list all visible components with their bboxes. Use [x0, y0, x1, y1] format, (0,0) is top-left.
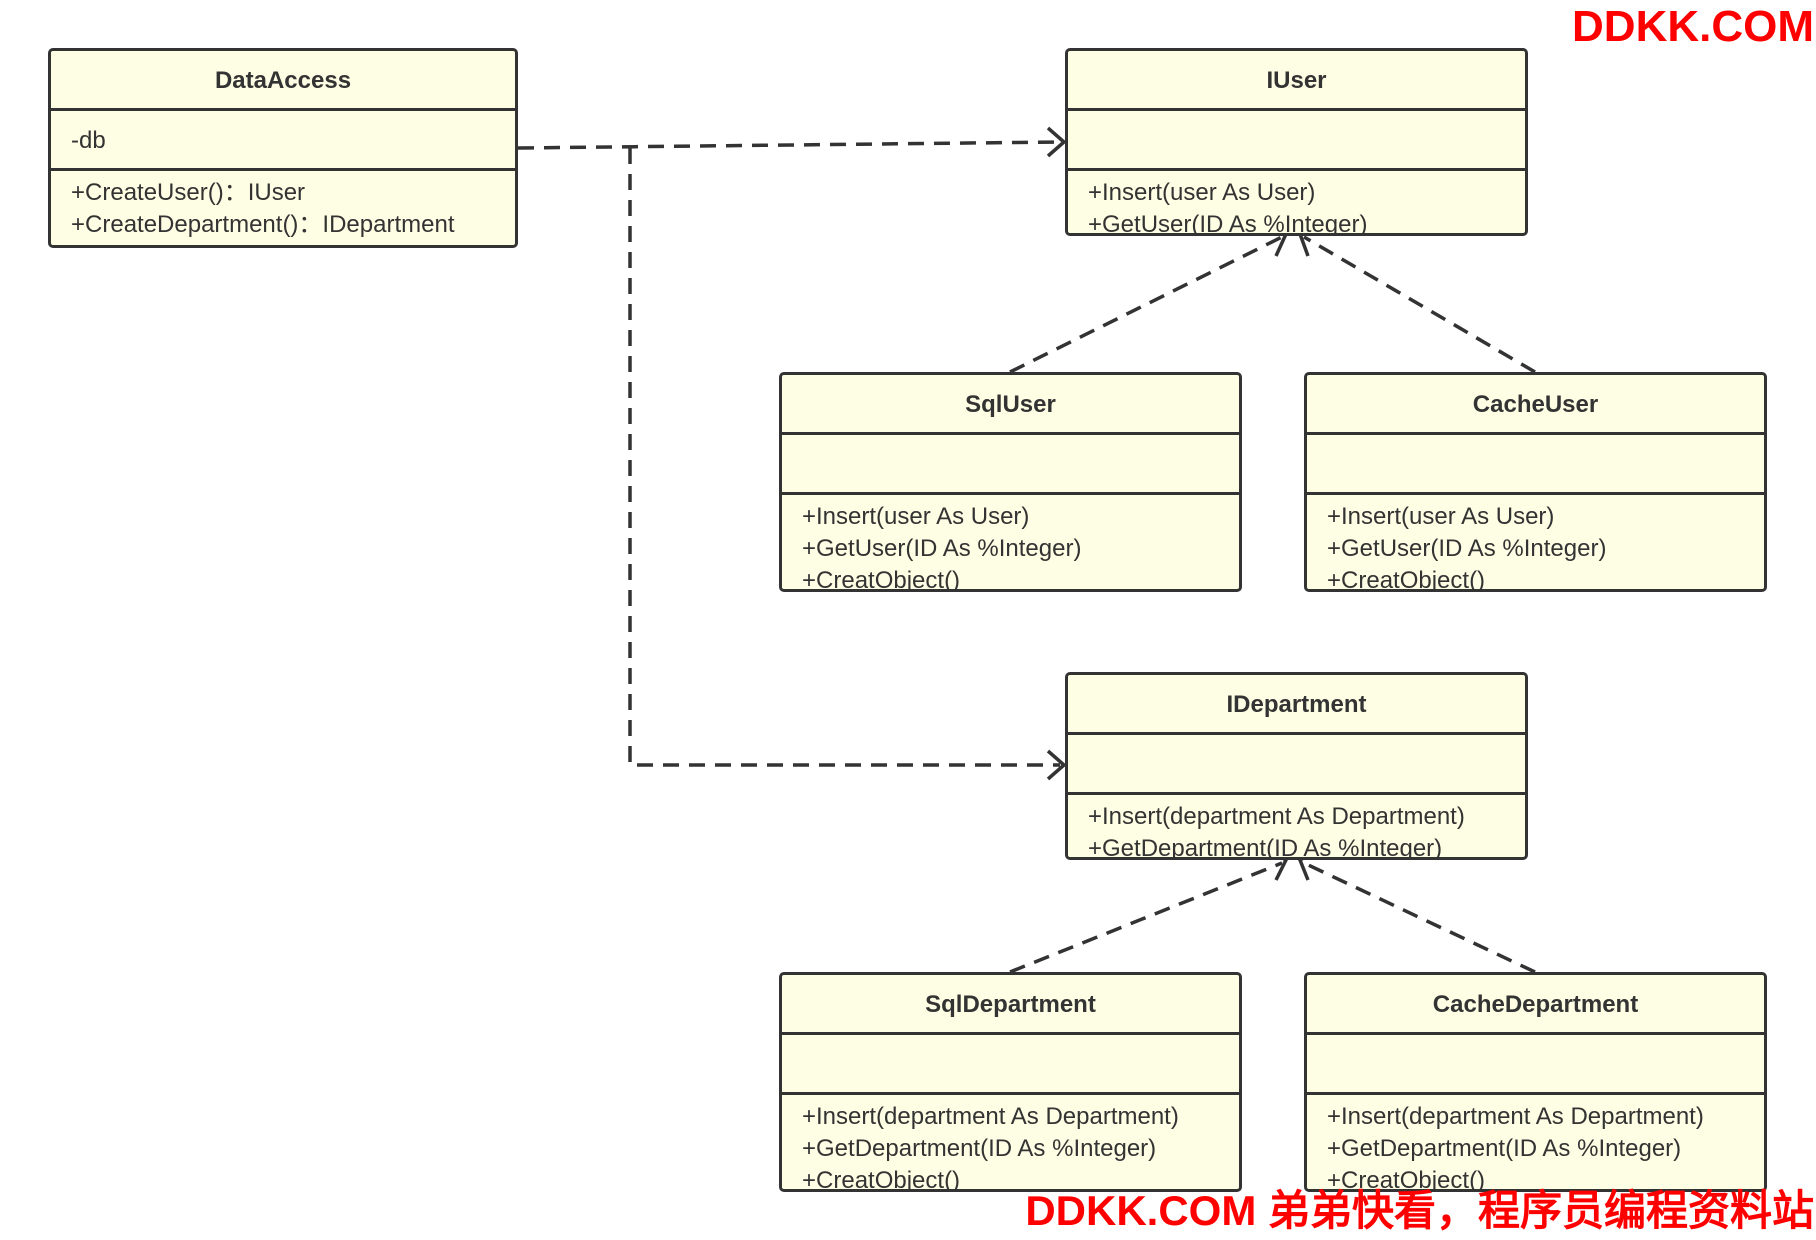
attributes-compartment: -db: [51, 111, 515, 171]
operation: +GetDepartment(ID As %Integer): [802, 1135, 1157, 1162]
operation: +CreateDepartment()：IDepartment: [71, 211, 455, 238]
operations-compartment: +Insert(user As User) +GetUser(ID As %In…: [782, 495, 1239, 592]
attributes-compartment: [782, 435, 1239, 495]
class-name: IDepartment: [1068, 675, 1525, 735]
operations-compartment: +Insert(user As User) +GetUser(ID As %In…: [1068, 171, 1525, 236]
class-name: CacheUser: [1307, 375, 1764, 435]
class-sqluser[interactable]: SqlUser +Insert(user As User) +GetUser(I…: [779, 372, 1242, 592]
operation: +Insert(user As User): [802, 503, 1030, 530]
operation: +CreatObject(): [802, 1167, 961, 1192]
operation: +Insert(department As Department): [802, 1103, 1179, 1130]
watermark-top: DDKK.COM: [1572, 2, 1814, 51]
realization-sqldepartment-idepartment: [1009, 861, 1283, 974]
operations-compartment: +Insert(department As Department) +GetDe…: [1307, 1095, 1764, 1192]
attributes-compartment: [1307, 435, 1764, 495]
class-name: CacheDepartment: [1307, 975, 1764, 1035]
realization-cacheuser-iuser: [1303, 235, 1536, 374]
operation: +CreatObject(): [802, 567, 961, 592]
operation: +GetDepartment(ID As %Integer): [1088, 835, 1443, 860]
class-sqldepartment[interactable]: SqlDepartment +Insert(department As Depa…: [779, 972, 1242, 1192]
operation: +GetUser(ID As %Integer): [1088, 211, 1368, 236]
attribute: -db: [71, 127, 106, 154]
operations-compartment: +CreateUser()：IUser +CreateDepartment()：…: [51, 171, 515, 241]
attributes-compartment: [1068, 735, 1525, 795]
arrowhead-idepartment: [1046, 749, 1067, 781]
attributes-compartment: [1068, 111, 1525, 171]
class-cachedepartment[interactable]: CacheDepartment +Insert(department As De…: [1304, 972, 1767, 1192]
class-name: IUser: [1068, 51, 1525, 111]
realization-sqluser-iuser: [1009, 235, 1283, 374]
class-idepartment[interactable]: IDepartment +Insert(department As Depart…: [1065, 672, 1528, 860]
class-iuser[interactable]: IUser +Insert(user As User) +GetUser(ID …: [1065, 48, 1528, 236]
operation: +GetDepartment(ID As %Integer): [1327, 1135, 1682, 1162]
class-dataaccess[interactable]: DataAccess -db +CreateUser()：IUser +Crea…: [48, 48, 518, 248]
dependency-dataaccess-iuser: [517, 140, 1061, 150]
operations-compartment: +Insert(department As Department) +GetDe…: [1068, 795, 1525, 860]
operation: +CreatObject(): [1327, 1167, 1486, 1192]
arrowhead-iuser: [1046, 126, 1067, 158]
operation: +CreateUser()：IUser: [71, 179, 306, 206]
operations-compartment: +Insert(user As User) +GetUser(ID As %In…: [1307, 495, 1764, 592]
watermark-bottom: DDKK.COM 弟弟快看，程序员编程资料站: [1025, 1187, 1814, 1234]
operation: +GetUser(ID As %Integer): [1327, 535, 1607, 562]
class-name: SqlUser: [782, 375, 1239, 435]
attributes-compartment: [782, 1035, 1239, 1095]
operation: +Insert(user As User): [1327, 503, 1555, 530]
operation: +Insert(department As Department): [1088, 803, 1465, 830]
realization-cachedepartment-idepartment: [1303, 861, 1536, 974]
class-name: SqlDepartment: [782, 975, 1239, 1035]
attributes-compartment: [1307, 1035, 1764, 1095]
operation: +GetUser(ID As %Integer): [802, 535, 1082, 562]
class-cacheuser[interactable]: CacheUser +Insert(user As User) +GetUser…: [1304, 372, 1767, 592]
operations-compartment: +Insert(department As Department) +GetDe…: [782, 1095, 1239, 1192]
operation: +Insert(department As Department): [1327, 1103, 1704, 1130]
class-name: DataAccess: [51, 51, 515, 111]
operation: +CreatObject(): [1327, 567, 1486, 592]
operation: +Insert(user As User): [1088, 179, 1316, 206]
